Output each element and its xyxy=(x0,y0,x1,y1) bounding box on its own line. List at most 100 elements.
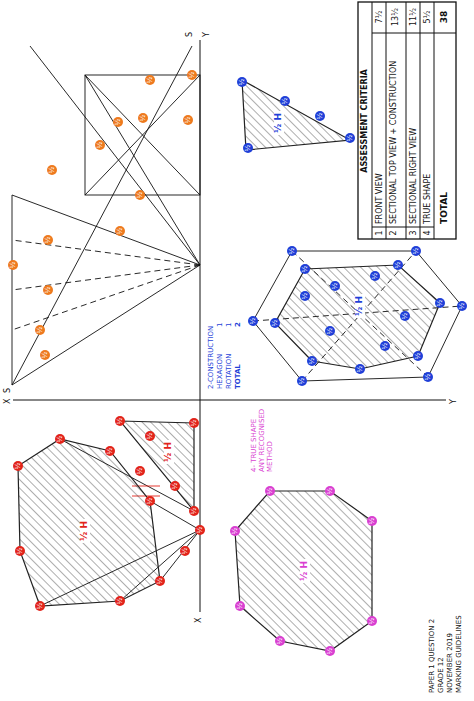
axis-letter: S xyxy=(185,32,194,37)
note-text: 2-CONSTRUCTION xyxy=(207,326,215,389)
note-text: 4- TRUE SHAPE ANY RECOGNISED METHOD xyxy=(250,404,274,472)
mark-value: ½ xyxy=(97,142,104,149)
mark-circle: ½ xyxy=(325,646,335,656)
edge-line xyxy=(85,75,200,195)
mark-value: ½ xyxy=(147,433,154,440)
mark-circle: ½ xyxy=(47,165,57,175)
mark-circle: ½ xyxy=(195,525,205,535)
edge-line xyxy=(150,501,200,530)
section-outline xyxy=(242,80,350,150)
mark-circle: ½ xyxy=(230,526,240,536)
table-rule xyxy=(372,33,456,34)
mark-value: ½ xyxy=(42,352,49,359)
table-cell: 1 xyxy=(375,230,384,235)
xy-line xyxy=(13,400,446,401)
table-rule xyxy=(420,2,421,239)
mark-value: ½ xyxy=(317,113,324,120)
hatch-label: ½ H xyxy=(300,559,310,583)
mark-value: ½ xyxy=(237,603,244,610)
mark-circle: ½ xyxy=(135,466,145,476)
mark-circle: ½ xyxy=(187,70,197,80)
mark-circle: ½ xyxy=(95,140,105,150)
mark-value: ½ xyxy=(157,578,164,585)
mark-circle: ½ xyxy=(393,260,403,270)
mark-circle: ½ xyxy=(135,190,145,200)
axis-letter: X xyxy=(3,399,12,404)
table-cell: 13½ xyxy=(391,8,400,26)
mark-circle: ½ xyxy=(55,434,65,444)
mark-circle: ½ xyxy=(411,246,421,256)
mark-circle: ½ xyxy=(413,351,423,361)
mark-value: ½ xyxy=(267,488,274,495)
mark-value: ½ xyxy=(17,548,24,555)
mark-circle: ½ xyxy=(345,133,355,143)
title-block-text: MARKING GUIDELINES xyxy=(455,615,463,693)
table-cell: 5½ xyxy=(423,11,432,24)
mark-circle: ½ xyxy=(300,291,310,301)
mark-circle: ½ xyxy=(297,376,307,386)
mark-circle: ½ xyxy=(265,486,275,496)
table-cell: 4 xyxy=(423,230,432,235)
mark-circle: ½ xyxy=(105,446,115,456)
mark-circle: ½ xyxy=(183,115,193,125)
mark-circle: ½ xyxy=(189,418,199,428)
mark-circle: ½ xyxy=(189,506,199,516)
mark-circle: ½ xyxy=(243,143,253,153)
mark-circle: ½ xyxy=(355,364,365,374)
mark-value: ½ xyxy=(309,358,316,365)
mark-circle: ½ xyxy=(380,341,390,351)
section-face: ½ H xyxy=(235,491,372,651)
mark-value: ½ xyxy=(182,548,189,555)
axis-letter: Y xyxy=(449,399,458,404)
mark-circle: ½ xyxy=(325,326,335,336)
table-cell: ASSESSMENT CRITERIA xyxy=(360,69,369,173)
edge-line xyxy=(12,195,13,385)
mark-value: ½ xyxy=(45,287,52,294)
mark-circle: ½ xyxy=(315,111,325,121)
mark-value: ½ xyxy=(117,418,124,425)
hatched-section xyxy=(242,80,350,150)
hatch-label: ½ H xyxy=(164,440,174,464)
mark-value: ½ xyxy=(302,266,309,273)
edge-line xyxy=(30,46,200,265)
mark-value: ½ xyxy=(147,77,154,84)
table-cell: 11½ xyxy=(409,8,418,26)
mark-value: ½ xyxy=(232,528,239,535)
hatched-section xyxy=(18,439,160,606)
mark-circle: ½ xyxy=(287,246,297,256)
mark-circle: ½ xyxy=(113,117,123,127)
mark-circle: ½ xyxy=(270,318,280,328)
table-rule xyxy=(372,2,373,239)
mark-value: ½ xyxy=(49,167,56,174)
mark-circle: ½ xyxy=(40,350,50,360)
mark-value: ½ xyxy=(15,463,22,470)
table-border xyxy=(358,2,456,239)
mark-value: ½ xyxy=(369,518,376,525)
mark-circle: ½ xyxy=(423,372,433,382)
table-cell: 7½ xyxy=(375,11,384,24)
mark-value: ½ xyxy=(37,327,44,334)
title-block-text: GRADE 12 xyxy=(437,657,445,693)
mark-circle: ½ xyxy=(145,496,155,506)
table-cell: TRUE SHAPE xyxy=(423,36,432,224)
mark-value: ½ xyxy=(289,248,296,255)
mark-circle: ½ xyxy=(43,235,53,245)
mark-value: ½ xyxy=(191,420,198,427)
mark-value: ½ xyxy=(277,638,284,645)
axis-letter: X xyxy=(194,618,203,623)
mark-value: ½ xyxy=(459,303,466,310)
table-cell: SECTIONAL RIGHT VIEW xyxy=(409,36,418,224)
mark-circle: ½ xyxy=(35,601,45,611)
mark-circle: ½ xyxy=(307,356,317,366)
mark-circle: ½ xyxy=(115,416,125,426)
mark-value: ½ xyxy=(357,366,364,373)
mark-circle: ½ xyxy=(370,271,380,281)
mark-value: ½ xyxy=(402,313,409,320)
mark-value: ½ xyxy=(413,248,420,255)
mark-value: ½ xyxy=(332,283,339,290)
title-block-text: NOVEMBER 2019 xyxy=(446,633,454,693)
front-view xyxy=(12,46,200,385)
hatched-section xyxy=(275,265,440,369)
mark-circle: ½ xyxy=(300,264,310,274)
mark-value: ½ xyxy=(191,508,198,515)
